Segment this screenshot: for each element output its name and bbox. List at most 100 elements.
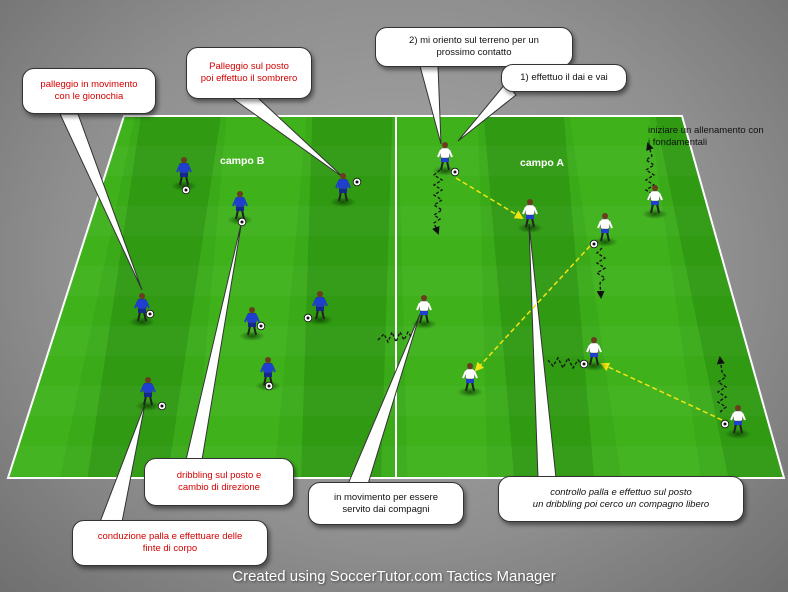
player-arm <box>427 302 432 311</box>
player-shirt <box>650 190 660 202</box>
player-leg <box>425 313 429 324</box>
player-arm <box>416 302 421 311</box>
player-shorts <box>138 308 146 313</box>
player-shirt <box>247 312 257 324</box>
player-arm <box>271 364 276 373</box>
player-head <box>145 377 151 383</box>
player-shirt <box>143 382 153 394</box>
player-shirt <box>600 218 610 230</box>
callout-line: 2) mi oriento sul terreno per un <box>409 35 539 46</box>
player-shorts <box>316 306 324 311</box>
soccer-ball-icon <box>264 381 274 391</box>
player-arm <box>312 298 317 307</box>
ball-patch <box>259 324 263 328</box>
pitch-stripe <box>483 116 595 478</box>
player-shorts <box>441 157 449 162</box>
player-figure-icon <box>725 405 751 439</box>
pitch-boundary-line <box>6 115 786 479</box>
soccer-ball-icon <box>579 359 589 369</box>
player-figure-icon <box>411 295 437 329</box>
player-leg <box>589 355 593 366</box>
player-shadow <box>457 387 483 397</box>
player-head <box>652 185 658 191</box>
player-figure-icon <box>642 185 668 219</box>
player-shirt <box>263 362 273 374</box>
player-shadow <box>642 209 668 219</box>
pass-arrows <box>455 177 723 421</box>
player-leg <box>739 423 743 434</box>
player-arm <box>187 164 192 173</box>
player-figure-icon <box>129 293 155 327</box>
player-arm <box>608 220 613 229</box>
player-leg <box>531 217 535 228</box>
player-figure-icon <box>457 363 483 397</box>
soccer-ball-icon <box>450 167 460 177</box>
player-shadow <box>592 237 618 247</box>
player-arm <box>730 412 735 421</box>
callout-line: 1) effettuo il dai e vai <box>520 72 608 83</box>
player-leg <box>241 209 245 220</box>
player-figure-icon <box>135 377 161 411</box>
player-shirt <box>733 410 743 422</box>
ball-patch <box>582 362 586 366</box>
player-shadow <box>307 315 333 325</box>
callout-line: servito dai compagni <box>342 503 430 515</box>
player-leg <box>656 203 660 214</box>
player-figure-icon <box>239 307 265 341</box>
player-arm <box>346 180 351 189</box>
player-shadow <box>330 197 356 207</box>
player-arm <box>176 164 181 173</box>
player-arm <box>448 149 453 158</box>
player-arm <box>741 412 746 421</box>
dribble-path-a2 <box>595 247 607 299</box>
corner-note-line2: i fondamentali <box>648 137 708 148</box>
player-shorts <box>180 172 188 177</box>
dribble-path-a4 <box>716 356 728 413</box>
player-leg <box>344 191 348 202</box>
player-figure-icon <box>517 199 543 233</box>
player-head <box>467 363 473 369</box>
player-shadow <box>411 319 437 329</box>
callout-line: conduzione palla e effettuare delle <box>97 531 243 542</box>
callout-line: Palleggio sul posto <box>209 61 289 72</box>
player-leg <box>440 160 444 171</box>
player-leg <box>650 203 654 214</box>
dribble-path-a1 <box>432 169 444 235</box>
soccer-ball-icon <box>256 321 266 331</box>
player-leg <box>338 191 342 202</box>
footer-credit: Created using SoccerTutor.com Tactics Ma… <box>232 568 556 585</box>
player-head <box>735 405 741 411</box>
player-arm <box>522 206 527 215</box>
player-leg <box>143 395 147 406</box>
zone-label-campo-a: campo A <box>520 157 564 169</box>
player-leg <box>525 217 529 228</box>
player-leg <box>321 309 325 320</box>
player-shorts <box>248 322 256 327</box>
player-head <box>265 357 271 363</box>
player-shirt <box>419 300 429 312</box>
player-shirt <box>525 204 535 216</box>
pass-arrow-1 <box>455 177 524 220</box>
player-leg <box>263 375 267 386</box>
callout-dai-vai: 1) effettuo il dai e vai <box>501 64 627 92</box>
player-shirt <box>338 178 348 190</box>
player-leg <box>419 313 423 324</box>
callout-line: in movimento per essere <box>333 491 439 503</box>
zone-label-campo-b: campo B <box>220 155 265 167</box>
player-shirt <box>235 196 245 208</box>
pitch-band <box>0 446 788 476</box>
pitch-band <box>0 326 788 356</box>
player-leg <box>143 311 147 322</box>
player-arm <box>462 370 467 379</box>
soccer-ball-icon <box>181 185 191 195</box>
player-shirt <box>137 298 147 310</box>
player-leg <box>446 160 450 171</box>
player-shirt <box>179 162 189 174</box>
player-head <box>181 157 187 163</box>
player-shadow <box>129 317 155 327</box>
callout-line: prossimo contatto <box>436 47 512 58</box>
pitch-band <box>0 146 788 176</box>
ball-patch <box>240 220 244 224</box>
